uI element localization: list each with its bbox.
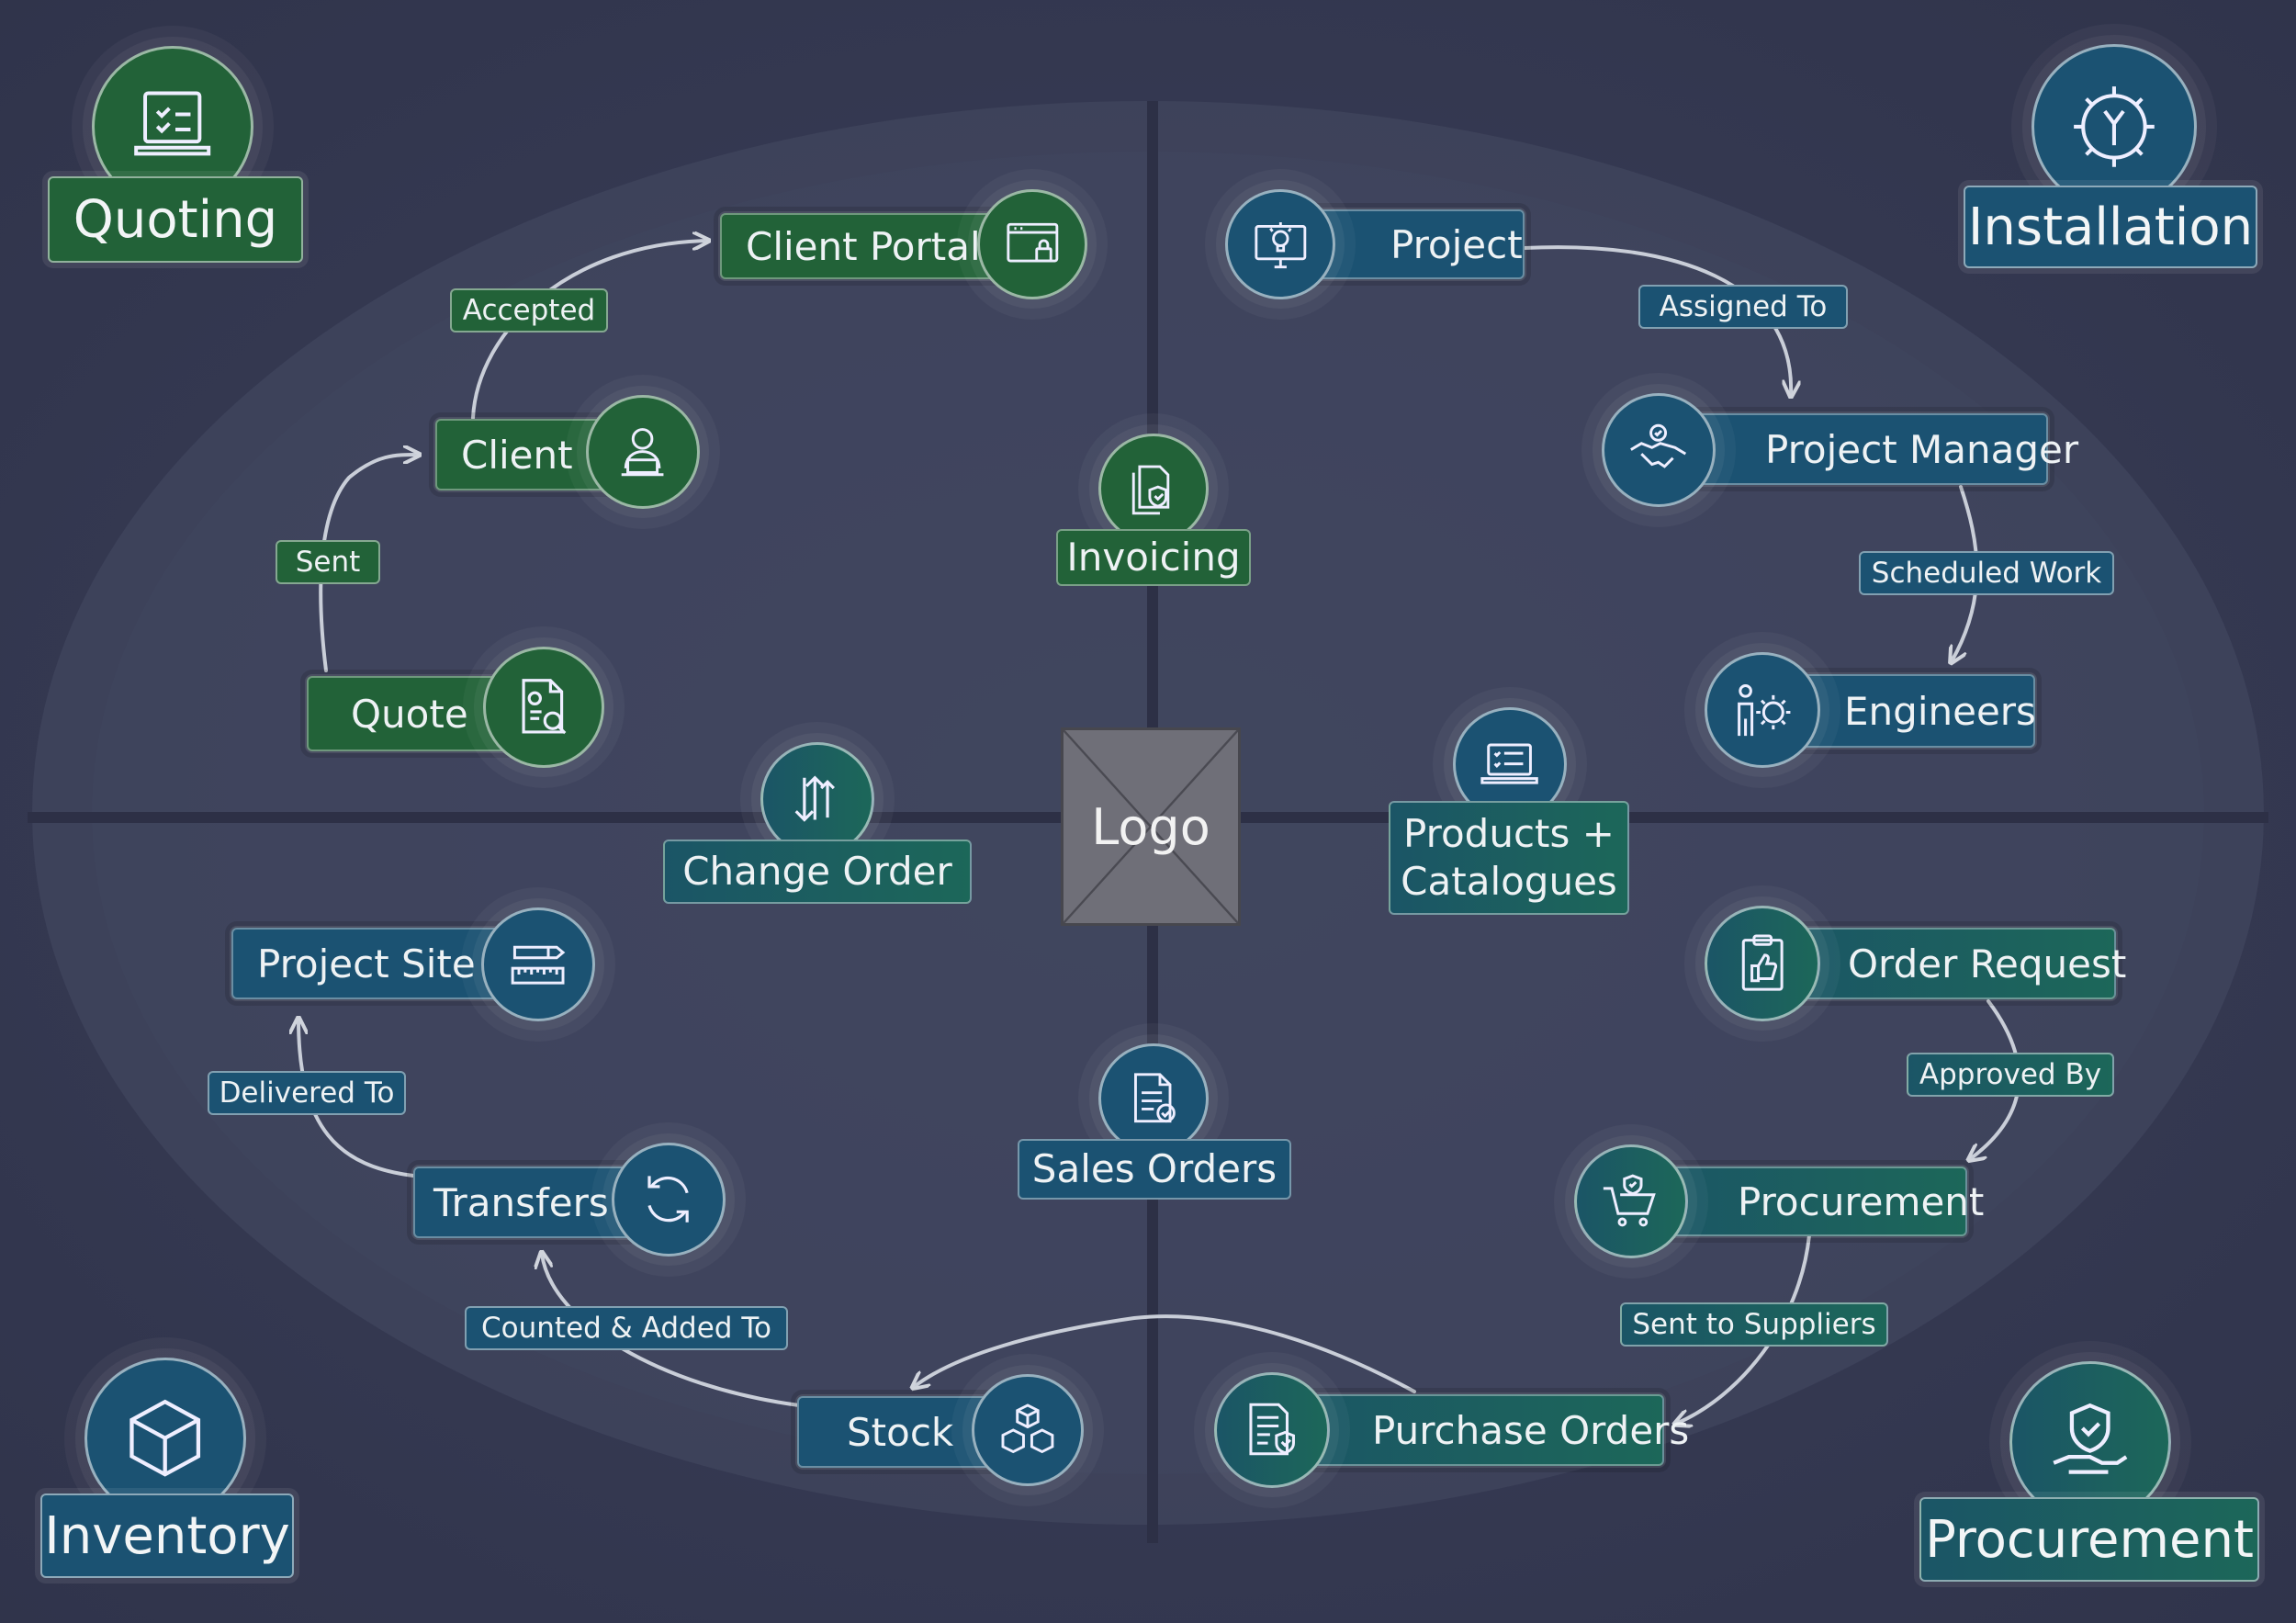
person-gear-icon [1705,652,1820,768]
node-label-line-2: Catalogues [1401,859,1617,904]
edge-label-delivered-to: Delivered To [208,1071,406,1115]
node-products-catalogues[interactable]: Products + Catalogues [1389,801,1629,915]
edge-label-sent: Sent [276,540,380,584]
person-laptop-icon [586,395,700,509]
node-label: Stock [847,1409,954,1455]
boxes-icon [972,1374,1084,1486]
node-label-line-1: Products + [1403,810,1615,856]
edge-label-scheduled-work: Scheduled Work [1859,551,2114,595]
inventory-corner-icon [84,1358,246,1519]
node-label: Quote [351,691,468,737]
handshake-icon [1602,393,1716,507]
documents-shield-icon [1098,434,1209,544]
node-label: Project Manager [1765,426,2079,472]
node-sales-orders[interactable]: Sales Orders [1018,1139,1291,1200]
cart-shield-icon [1574,1144,1688,1258]
node-label: Purchase Orders [1372,1407,1690,1453]
corner-label-procurement: Procurement [1919,1497,2259,1582]
clipboard-thumbs-up-icon [1705,906,1820,1021]
corner-label-quoting: Quoting [48,176,303,263]
node-label: Sales Orders [1031,1145,1277,1191]
ruler-pen-icon [481,907,595,1021]
node-label: Client Portal [746,223,981,269]
installation-corner-icon [2032,44,2197,209]
node-label: Project Site [257,941,476,986]
sync-arrows-icon [612,1143,726,1257]
procurement-corner-icon [2009,1361,2171,1523]
document-search-icon [483,647,604,768]
node-order-request[interactable]: Order Request [1763,928,2126,999]
edge-label-accepted: Accepted [450,288,608,332]
node-label: Project [1390,221,1523,267]
logo-placeholder: Logo [1061,727,1241,926]
node-procurement[interactable]: Procurement [1638,1167,1984,1236]
node-project-manager[interactable]: Project Manager [1653,413,2078,485]
document-check-icon [1098,1043,1209,1154]
node-label: Transfers [433,1179,609,1225]
edge-label-counted-added-to: Counted & Added To [465,1306,788,1350]
node-project[interactable]: Project [1304,209,1525,279]
node-change-order[interactable]: Change Order [663,840,972,904]
node-transfers[interactable]: Transfers [413,1167,634,1238]
node-invoicing[interactable]: Invoicing [1056,529,1251,586]
edge-label-assigned-to: Assigned To [1638,285,1848,329]
node-project-site[interactable]: Project Site [231,928,525,999]
node-label: Procurement [1738,1178,1985,1224]
corner-label-installation: Installation [1964,186,2257,268]
edge-label-approved-by: Approved By [1907,1053,2114,1097]
node-label: Invoicing [1066,534,1241,580]
logo-text: Logo [1091,797,1210,856]
monitor-lightbulb-icon [1225,189,1335,299]
corner-label-inventory: Inventory [40,1493,294,1578]
node-purchase-orders[interactable]: Purchase Orders [1267,1394,1689,1466]
node-label: Change Order [682,848,952,894]
edge-label-sent-to-suppliers: Sent to Suppliers [1620,1302,1888,1347]
document-shield-icon [1214,1372,1330,1488]
node-label: Client [461,432,573,478]
node-label: Order Request [1848,941,2127,986]
node-client[interactable]: Client [435,419,615,490]
node-stock[interactable]: Stock [797,1396,999,1468]
node-client-portal[interactable]: Client Portal [720,213,1032,279]
node-label: Engineers [1844,688,2036,734]
browser-lock-icon [977,189,1087,299]
